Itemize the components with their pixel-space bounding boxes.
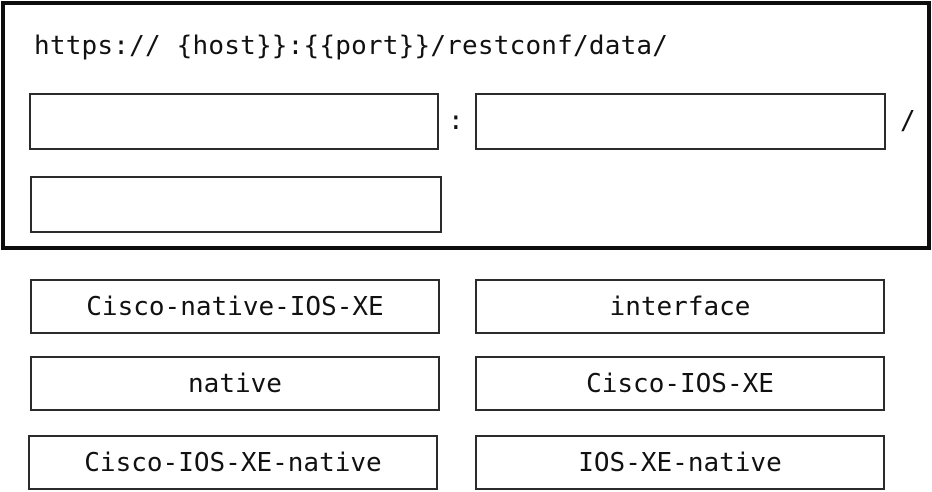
separator-slash: /: [900, 106, 916, 136]
drop-target-1[interactable]: [29, 93, 439, 150]
drop-target-3[interactable]: [30, 176, 442, 233]
answer-area: https:// {host}}:{{port}}/restconf/data/…: [1, 1, 931, 250]
option-ios-xe-native[interactable]: IOS-XE-native: [475, 435, 885, 490]
separator-colon: :: [448, 106, 464, 136]
drop-target-2[interactable]: [475, 93, 886, 150]
option-cisco-ios-xe-native[interactable]: Cisco-IOS-XE-native: [28, 435, 438, 490]
option-cisco-ios-xe[interactable]: Cisco-IOS-XE: [475, 356, 885, 411]
option-cisco-native-ios-xe[interactable]: Cisco-native-IOS-XE: [30, 279, 440, 334]
option-interface[interactable]: interface: [475, 279, 885, 334]
option-native[interactable]: native: [30, 356, 440, 411]
url-template: https:// {host}}:{{port}}/restconf/data/: [34, 31, 669, 61]
